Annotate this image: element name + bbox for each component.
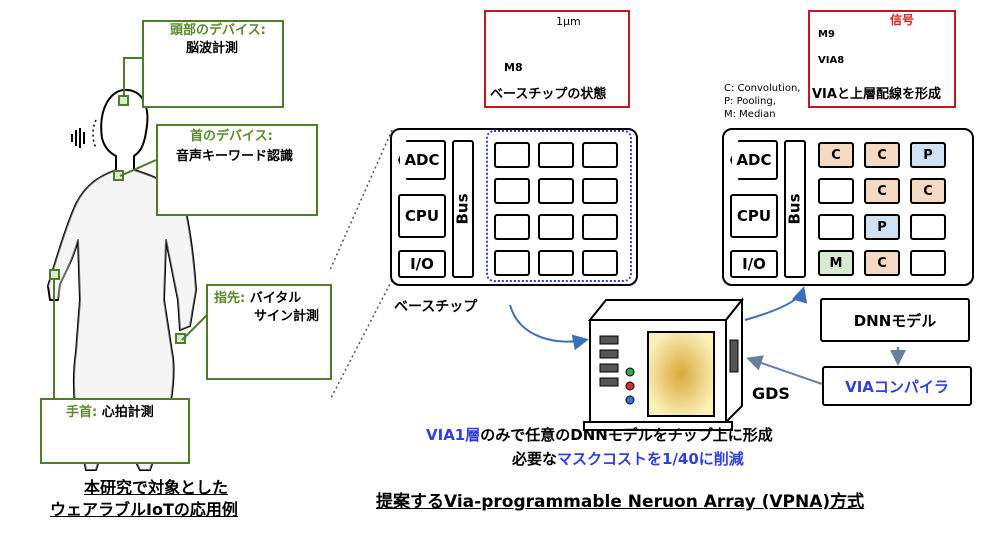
vpna-array-cell <box>910 214 946 240</box>
base-array-cell <box>538 214 574 240</box>
vpna-array-cell-c: C <box>864 142 900 168</box>
wrist-device-box <box>40 398 190 464</box>
wrist-device-label: 手首: <box>66 405 98 420</box>
base-adc: ADC <box>398 140 446 180</box>
base-array-cell <box>538 250 574 276</box>
vpna-array-cell <box>818 214 854 240</box>
head-device-box <box>142 20 284 108</box>
vpna-array-cell-c: C <box>910 178 946 204</box>
sound-wave-icon <box>71 128 85 148</box>
neck-device-box <box>156 124 318 216</box>
person-fill <box>48 170 196 470</box>
via-callout-via8: VIA8 <box>818 55 845 66</box>
base-array-cell <box>494 178 530 204</box>
via-callout-m9: M9 <box>818 29 835 40</box>
base-callout <box>484 10 630 108</box>
vpna-io: I/O <box>730 250 778 278</box>
finger-device-title: 指先: バイタル <box>214 292 301 305</box>
zoom-lines <box>329 129 393 401</box>
base-callout-layer: M8 <box>504 61 523 74</box>
vpna-array-cell <box>910 250 946 276</box>
vpna-array-cell-p: P <box>910 142 946 168</box>
base-adc-label: ADC <box>404 151 440 169</box>
arrow-basechip-to-machine <box>509 304 589 351</box>
device-connectors <box>53 57 211 400</box>
base-array-cell <box>494 142 530 168</box>
vpna-legend-conv: C: Convolution, <box>724 83 801 94</box>
vpna-array-cell <box>818 178 854 204</box>
base-bus-label: Bus <box>454 193 473 225</box>
vpna-array-cell-c: C <box>818 142 854 168</box>
base-array-cell <box>582 142 618 168</box>
base-callout-caption: ベースチップの状態 <box>490 87 607 102</box>
summary-line2-highlight: マスクコストを1/40に削減 <box>557 450 744 468</box>
head-device-title: 頭部のデバイス: <box>170 23 266 38</box>
summary-line1-text: のみで任意のDNNモデルをチップ上に形成 <box>480 426 773 444</box>
left-caption-line1: 本研究で対象とした <box>84 478 229 497</box>
head-device-subtitle: 脳波計測 <box>186 41 239 56</box>
neck-device-title: 首のデバイス: <box>190 129 273 144</box>
person-silhouette <box>47 88 197 471</box>
base-cpu-label: CPU <box>404 207 440 225</box>
base-array-cell <box>494 250 530 276</box>
base-array-highlight <box>486 130 632 282</box>
vpna-array-cell-m: M <box>818 250 854 276</box>
summary-line2-text: 必要な <box>512 450 558 468</box>
vpna-array-cell-c: C <box>864 178 900 204</box>
mask-writer-machine <box>583 297 745 431</box>
summary-line2: 必要なマスクコストを1/40に削減 <box>512 452 744 467</box>
wrist-device-title: 手首: 心拍計測 <box>66 406 154 419</box>
via-compiler-box: VIAコンパイラ <box>822 366 972 406</box>
vpna-legend-pool: P: Pooling, <box>724 96 776 107</box>
summary-line1: VIA1層のみで任意のDNNモデルをチップ上に形成 <box>426 428 773 443</box>
left-caption-line2: ウェアラブルIoTの応用例 <box>50 500 238 519</box>
vpna-adc-label: ADC <box>736 151 772 169</box>
base-array-cell <box>538 142 574 168</box>
finger-device-label-2: バイタル <box>245 291 302 306</box>
arrow-machine-to-vpna-chip <box>744 286 808 321</box>
base-bus: Bus <box>452 140 474 278</box>
finger-device-subtitle: サイン計測 <box>254 309 320 324</box>
figure-title: 提案するVia-programmable Neruon Array (VPNA)… <box>376 492 865 512</box>
wrist-device-label-2: 心拍計測 <box>97 405 154 420</box>
via-callout <box>808 10 956 108</box>
dnn-model-label: DNNモデル <box>853 311 937 330</box>
base-io: I/O <box>398 250 446 278</box>
vpna-bus-label: Bus <box>786 193 805 225</box>
vpna-array-cell-p: P <box>864 214 900 240</box>
finger-device-box <box>206 284 332 380</box>
vpna-io-label: I/O <box>742 255 766 273</box>
base-array-cell <box>538 178 574 204</box>
finger-device-label: 指先: <box>214 291 246 306</box>
vpna-adc: ADC <box>730 140 778 180</box>
via-callout-signal: 信号 <box>890 13 915 27</box>
vpna-array-cell-c: C <box>864 250 900 276</box>
base-array-cell <box>494 214 530 240</box>
dnn-model-box: DNNモデル <box>820 298 970 342</box>
base-io-label: I/O <box>410 255 434 273</box>
base-array-cell <box>582 178 618 204</box>
base-callout-dim: 1μm <box>556 15 581 28</box>
neck-device-subtitle: 音声キーワード認識 <box>176 149 294 164</box>
summary-line1-highlight: VIA1層 <box>426 426 481 444</box>
vpna-legend-median: M: Median <box>724 109 776 120</box>
gds-label: GDS <box>752 384 790 403</box>
arrow-compiler-to-machine <box>746 355 823 385</box>
base-chip-label: ベースチップ <box>394 299 478 315</box>
base-array-cell <box>582 214 618 240</box>
via-callout-caption: VIAと上層配線を形成 <box>812 87 941 102</box>
vpna-cpu: CPU <box>730 194 778 238</box>
base-array-cell <box>582 250 618 276</box>
base-cpu: CPU <box>398 194 446 238</box>
via-compiler-label: VIAコンパイラ <box>845 377 949 396</box>
vpna-cpu-label: CPU <box>736 207 772 225</box>
vpna-bus: Bus <box>784 140 806 278</box>
